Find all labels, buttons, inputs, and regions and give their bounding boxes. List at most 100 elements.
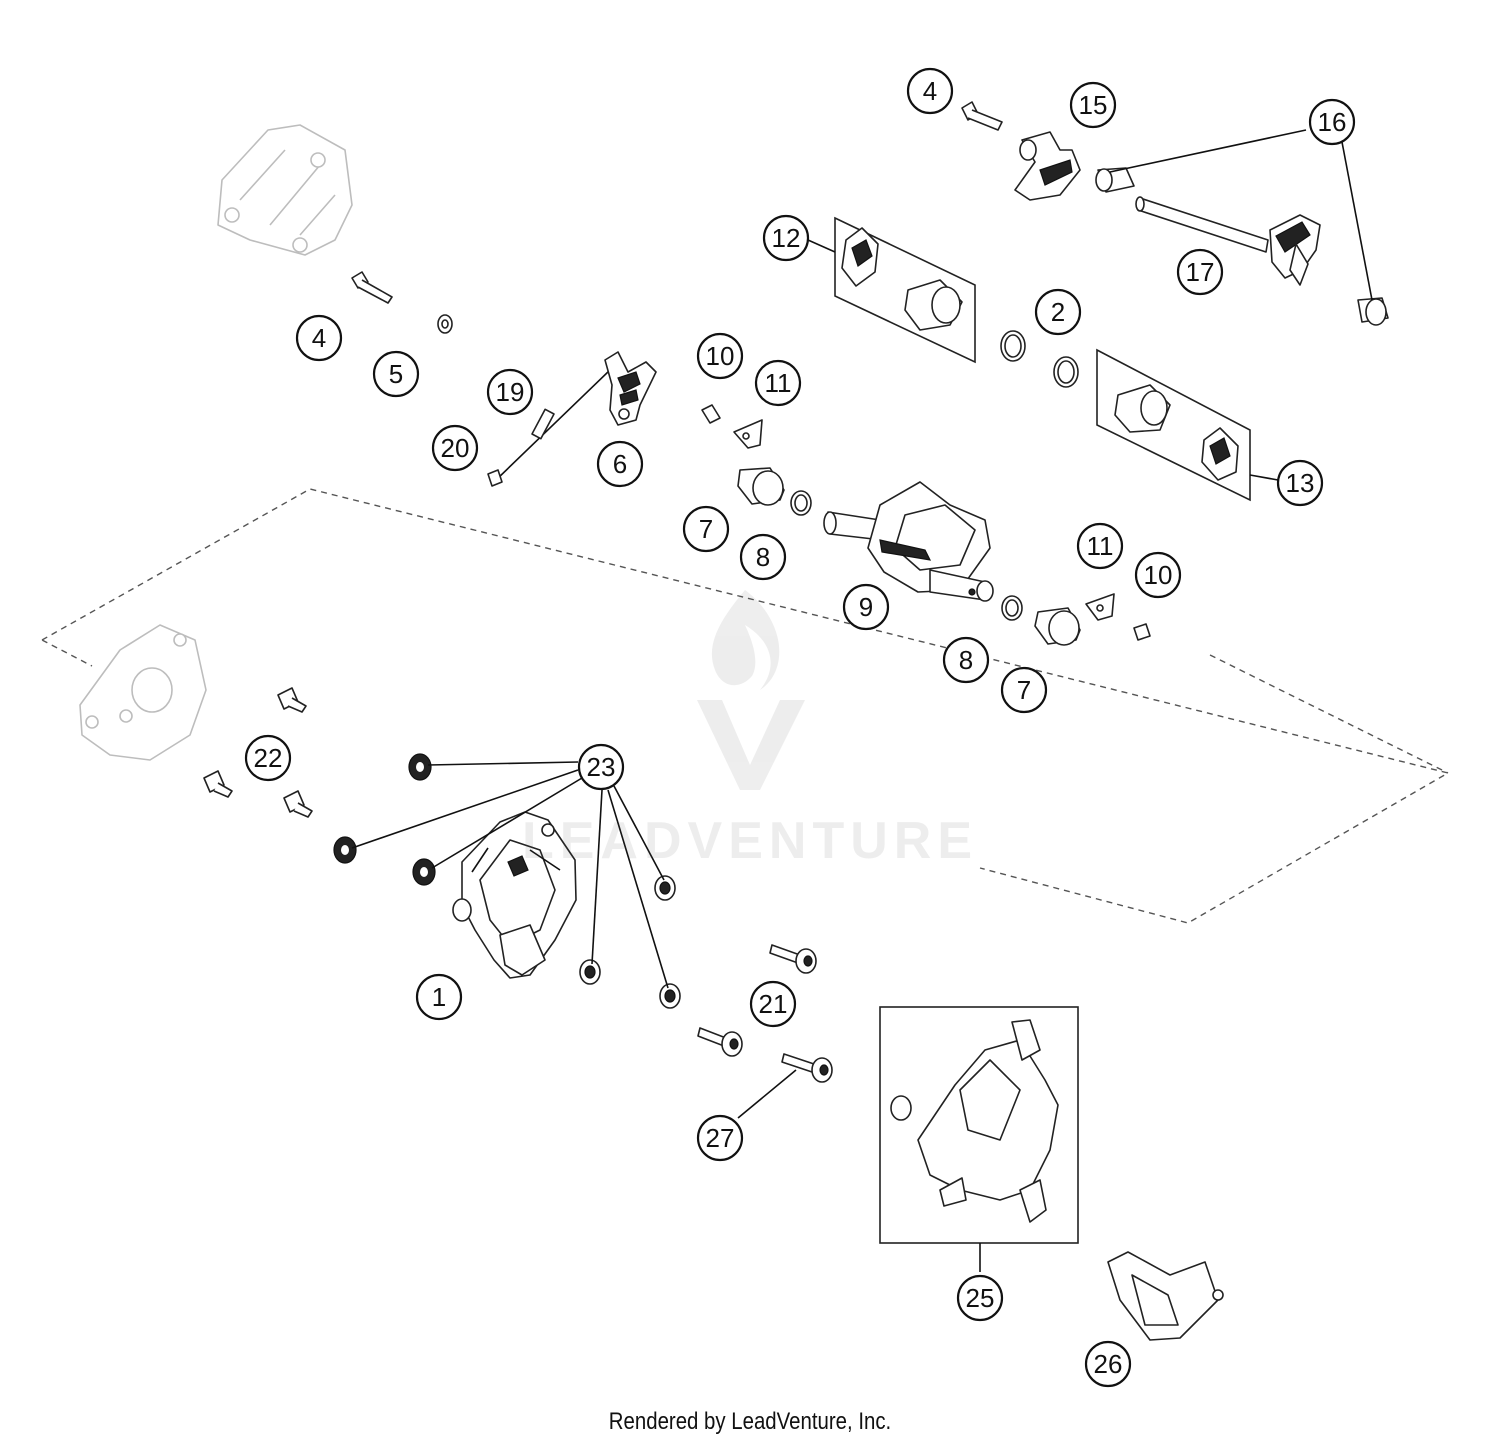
bolt-4-left bbox=[351, 271, 393, 304]
svg-text:11: 11 bbox=[765, 368, 792, 398]
callout-20[interactable]: 20 bbox=[431, 424, 479, 472]
bushing-16-lower bbox=[1357, 297, 1389, 326]
o-ring-2-a bbox=[1000, 330, 1026, 362]
shift-shaft-17 bbox=[1135, 196, 1321, 286]
svg-text:4: 4 bbox=[923, 76, 937, 106]
leader-23-a bbox=[427, 761, 579, 766]
svg-text:21: 21 bbox=[759, 989, 788, 1019]
bolt-27 bbox=[781, 1053, 833, 1083]
bushing-16-upper bbox=[1095, 167, 1135, 193]
plate-11-upper bbox=[733, 419, 763, 449]
svg-text:1: 1 bbox=[432, 982, 446, 1012]
ring-8-lower bbox=[1001, 595, 1023, 621]
grommet-23-a bbox=[408, 753, 432, 781]
svg-text:27: 27 bbox=[706, 1123, 735, 1153]
callout-9[interactable]: 9 bbox=[842, 583, 890, 631]
callout-12[interactable]: 12 bbox=[762, 214, 810, 262]
callout-5[interactable]: 5 bbox=[372, 350, 420, 398]
callout-16[interactable]: 16 bbox=[1308, 98, 1356, 146]
grommet-23-e bbox=[579, 959, 601, 985]
box-kit-12 bbox=[834, 216, 976, 364]
bracket-26 bbox=[1107, 1251, 1224, 1341]
callout-10-upper[interactable]: 10 bbox=[696, 332, 744, 380]
svg-text:8: 8 bbox=[959, 645, 973, 675]
screw-22-b bbox=[203, 770, 233, 798]
leader-16-lower bbox=[1341, 141, 1373, 301]
callout-27[interactable]: 27 bbox=[696, 1114, 744, 1162]
o-ring-2-b bbox=[1053, 356, 1079, 388]
svg-text:19: 19 bbox=[496, 377, 525, 407]
svg-text:11: 11 bbox=[1087, 531, 1114, 561]
svg-text:10: 10 bbox=[706, 341, 735, 371]
callout-23[interactable]: 23 bbox=[577, 743, 625, 791]
svg-text:4: 4 bbox=[312, 323, 326, 353]
engine-cover-lower bbox=[79, 624, 207, 761]
callout-11-upper[interactable]: 11 bbox=[754, 359, 802, 407]
svg-text:6: 6 bbox=[613, 449, 627, 479]
svg-text:20: 20 bbox=[441, 433, 470, 463]
protective-cover-25 bbox=[879, 1006, 1079, 1244]
grommet-23-f bbox=[659, 983, 681, 1009]
callout-13[interactable]: 13 bbox=[1276, 459, 1324, 507]
svg-text:23: 23 bbox=[587, 752, 616, 782]
callout-1[interactable]: 1 bbox=[415, 973, 463, 1021]
svg-text:7: 7 bbox=[699, 514, 713, 544]
leader-23-e bbox=[591, 789, 603, 965]
grommet-23-b bbox=[333, 836, 357, 864]
bolt-10-lower bbox=[1133, 623, 1151, 641]
plate-11-lower bbox=[1085, 593, 1115, 621]
svg-text:15: 15 bbox=[1079, 90, 1108, 120]
svg-text:13: 13 bbox=[1286, 468, 1315, 498]
washer-5 bbox=[437, 314, 453, 334]
callout-7-lower[interactable]: 7 bbox=[1000, 666, 1048, 714]
spring-and-bolt-19-20 bbox=[487, 369, 611, 487]
callout-11-lower[interactable]: 11 bbox=[1076, 522, 1124, 570]
shift-lever-6 bbox=[604, 351, 657, 426]
svg-text:17: 17 bbox=[1186, 257, 1215, 287]
bolt-21-b bbox=[697, 1027, 743, 1057]
bushing-7-lower bbox=[1034, 607, 1081, 646]
callout-22[interactable]: 22 bbox=[244, 734, 292, 782]
svg-text:26: 26 bbox=[1094, 1349, 1123, 1379]
svg-text:2: 2 bbox=[1051, 297, 1065, 327]
bolt-10-upper bbox=[701, 404, 721, 424]
footer-credit: Rendered by LeadVenture, Inc. bbox=[608, 1408, 892, 1435]
callout-21[interactable]: 21 bbox=[749, 980, 797, 1028]
callout-8-lower[interactable]: 8 bbox=[942, 636, 990, 684]
callout-26[interactable]: 26 bbox=[1084, 1340, 1132, 1388]
actuator-1 bbox=[452, 811, 577, 979]
svg-text:9: 9 bbox=[859, 592, 873, 622]
callout-10-lower[interactable]: 10 bbox=[1134, 551, 1182, 599]
callout-4-left[interactable]: 4 bbox=[295, 314, 343, 362]
callout-4-top[interactable]: 4 bbox=[906, 67, 954, 115]
svg-text:16: 16 bbox=[1318, 107, 1347, 137]
leader-12 bbox=[807, 239, 836, 253]
callout-15[interactable]: 15 bbox=[1069, 81, 1117, 129]
svg-text:22: 22 bbox=[254, 743, 283, 773]
svg-text:12: 12 bbox=[772, 223, 801, 253]
detent-15 bbox=[1014, 131, 1081, 201]
leader-23-b bbox=[351, 769, 579, 849]
svg-text:7: 7 bbox=[1017, 675, 1031, 705]
callout-2[interactable]: 2 bbox=[1034, 288, 1082, 336]
leader-27 bbox=[737, 1069, 797, 1119]
callout-7-upper[interactable]: 7 bbox=[682, 505, 730, 553]
bushing-7-upper bbox=[737, 467, 785, 506]
leader-13 bbox=[1249, 474, 1279, 481]
engine-cover-upper bbox=[217, 124, 353, 256]
svg-text:8: 8 bbox=[756, 542, 770, 572]
svg-text:25: 25 bbox=[966, 1283, 995, 1313]
callout-6[interactable]: 6 bbox=[596, 440, 644, 488]
leader-23-c bbox=[431, 777, 583, 869]
callout-19[interactable]: 19 bbox=[486, 368, 534, 416]
callout-8-upper[interactable]: 8 bbox=[739, 533, 787, 581]
leader-23-f bbox=[607, 789, 669, 989]
callout-25[interactable]: 25 bbox=[956, 1274, 1004, 1322]
box-kit-13 bbox=[1096, 348, 1251, 502]
grommet-23-c bbox=[412, 858, 436, 886]
screw-22-a bbox=[277, 687, 307, 713]
callout-17[interactable]: 17 bbox=[1176, 248, 1224, 296]
leader-16-upper bbox=[1109, 129, 1307, 173]
grommet-23-d bbox=[654, 875, 676, 901]
